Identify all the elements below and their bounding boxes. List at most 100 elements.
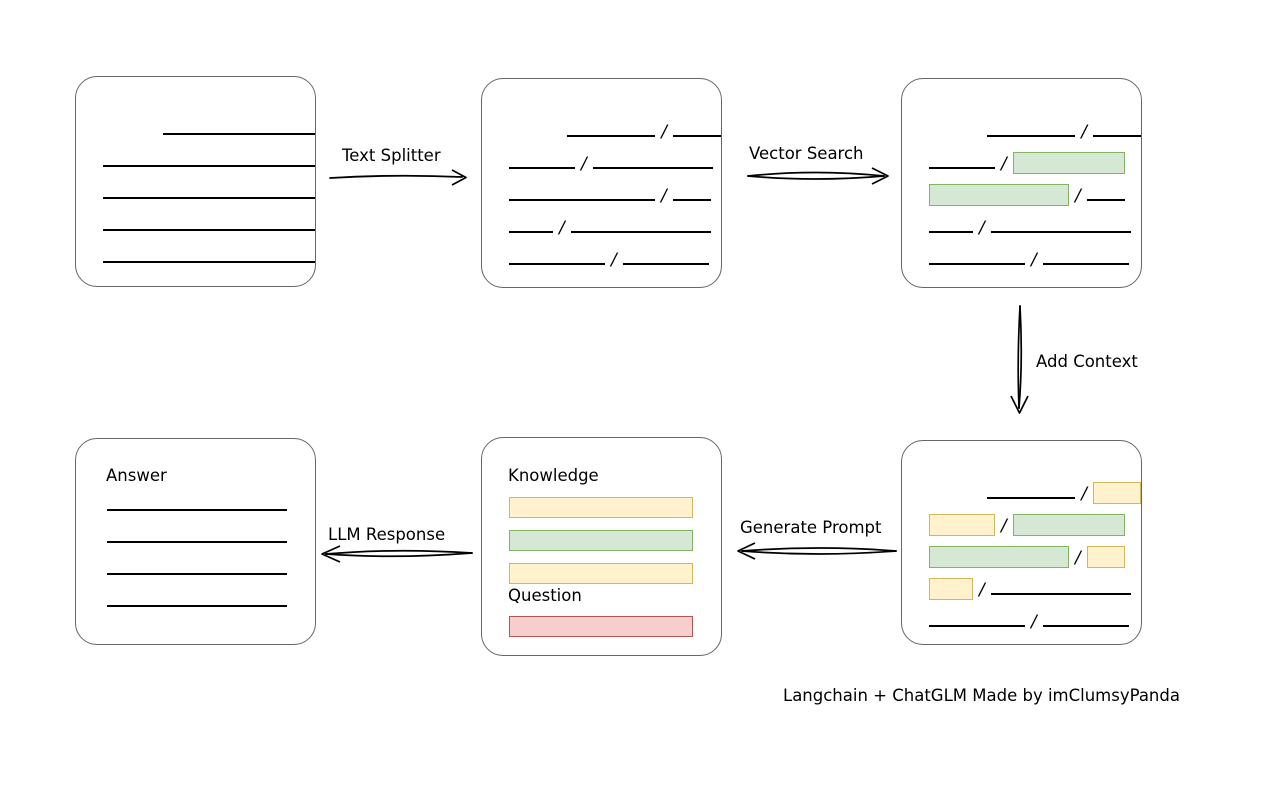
chunk-separator-slash: / <box>1081 484 1087 504</box>
question-bar-1 <box>509 616 693 637</box>
chunk-separator-slash: / <box>1031 612 1037 632</box>
text-segment <box>103 165 315 167</box>
text-segment <box>107 541 287 543</box>
text-segment <box>672 199 711 201</box>
text-segment <box>570 231 711 233</box>
text-line: / <box>902 117 1141 142</box>
text-segment <box>929 167 995 169</box>
chunk-separator-slash: / <box>661 122 668 142</box>
matched-chunks-lines: / / / / / <box>902 79 1141 287</box>
chunk-separator-slash: / <box>559 218 565 238</box>
text-line: / <box>902 511 1141 536</box>
knowledge-bar-3 <box>509 563 693 584</box>
question-label: Question <box>508 586 582 605</box>
text-segment <box>990 231 1131 233</box>
text-line: / <box>482 149 721 174</box>
knowledge-label: Knowledge <box>508 466 599 485</box>
arrow-vector-search <box>747 167 889 185</box>
text-segment <box>987 497 1076 499</box>
text-segment <box>987 135 1076 137</box>
text-segment <box>929 625 1025 627</box>
text-segment <box>592 167 713 169</box>
context-chunk-highlight <box>929 514 995 536</box>
text-segment <box>509 263 605 265</box>
context-chunk-highlight <box>1086 546 1125 568</box>
text-line <box>76 147 315 169</box>
text-segment <box>1042 625 1129 627</box>
text-line: / <box>902 543 1141 568</box>
edge-label-llm-response: LLM Response <box>328 525 446 544</box>
chunk-separator-slash: / <box>581 154 587 174</box>
chunk-separator-slash: / <box>1075 186 1081 206</box>
text-line: / <box>902 149 1141 174</box>
text-line: / <box>902 245 1141 270</box>
footer-credit: Langchain + ChatGLM Made by imClumsyPand… <box>783 686 1180 705</box>
text-line: / <box>482 245 721 270</box>
text-segment <box>509 231 553 233</box>
text-line <box>76 211 315 233</box>
text-segment <box>567 135 656 137</box>
arrow-text-splitter <box>329 169 467 186</box>
chunk-separator-slash: / <box>1075 548 1081 568</box>
text-segment <box>673 135 721 137</box>
arrow-add-context <box>1010 305 1029 414</box>
text-line <box>76 587 315 609</box>
text-segment <box>622 263 709 265</box>
chunk-separator-slash: / <box>1031 250 1037 270</box>
context-chunks-box[interactable]: / / / / / <box>901 440 1142 645</box>
text-segment <box>1086 199 1125 201</box>
prompt-box[interactable]: Knowledge Question <box>481 437 722 656</box>
text-line: / <box>902 213 1141 238</box>
text-line: / <box>482 117 721 142</box>
matched-chunks-box[interactable]: / / / / / <box>901 78 1142 288</box>
chunk-separator-slash: / <box>979 580 985 600</box>
text-segment <box>163 133 315 135</box>
split-chunks-lines: / / / / / <box>482 79 721 287</box>
matched-chunk-highlight <box>929 546 1069 568</box>
text-segment <box>107 509 287 511</box>
text-line: / <box>902 607 1141 632</box>
chunk-separator-slash: / <box>1001 154 1007 174</box>
text-segment <box>509 199 655 201</box>
text-segment <box>107 573 287 575</box>
split-chunks-box[interactable]: / / / / / <box>481 78 722 288</box>
context-chunk-highlight <box>1092 482 1141 504</box>
text-line: / <box>482 181 721 206</box>
edge-label-text-splitter: Text Splitter <box>342 146 441 165</box>
text-line: / <box>902 479 1141 504</box>
chunk-separator-slash: / <box>611 250 617 270</box>
knowledge-bar-1 <box>509 497 693 518</box>
edge-label-add-context: Add Context <box>1036 352 1138 371</box>
text-line <box>76 555 315 577</box>
text-segment <box>103 229 315 231</box>
context-chunk-highlight <box>929 578 973 600</box>
text-segment <box>990 593 1131 595</box>
knowledge-bar-2 <box>509 530 693 551</box>
context-chunks-lines: / / / / / <box>902 441 1141 644</box>
text-line <box>76 115 315 137</box>
text-segment <box>103 197 315 199</box>
text-segment <box>509 167 575 169</box>
source-document-lines <box>76 77 315 286</box>
answer-lines <box>76 491 315 644</box>
chunk-separator-slash: / <box>1081 122 1088 142</box>
matched-chunk-highlight <box>1012 152 1125 174</box>
chunk-separator-slash: / <box>979 218 985 238</box>
text-line: / <box>902 181 1141 206</box>
matched-chunk-highlight <box>929 184 1069 206</box>
arrow-generate-prompt <box>737 542 897 560</box>
chunk-separator-slash: / <box>661 186 667 206</box>
source-document-box[interactable] <box>75 76 316 287</box>
edge-label-generate-prompt: Generate Prompt <box>740 518 882 537</box>
arrow-llm-response <box>321 545 473 563</box>
text-segment <box>1042 263 1129 265</box>
text-segment <box>929 263 1025 265</box>
answer-box[interactable]: Answer <box>75 438 316 645</box>
chunk-separator-slash: / <box>1001 516 1007 536</box>
text-line <box>76 491 315 513</box>
matched-chunk-highlight <box>1012 514 1125 536</box>
text-line: / <box>482 213 721 238</box>
text-segment <box>107 605 287 607</box>
text-segment <box>103 261 315 263</box>
